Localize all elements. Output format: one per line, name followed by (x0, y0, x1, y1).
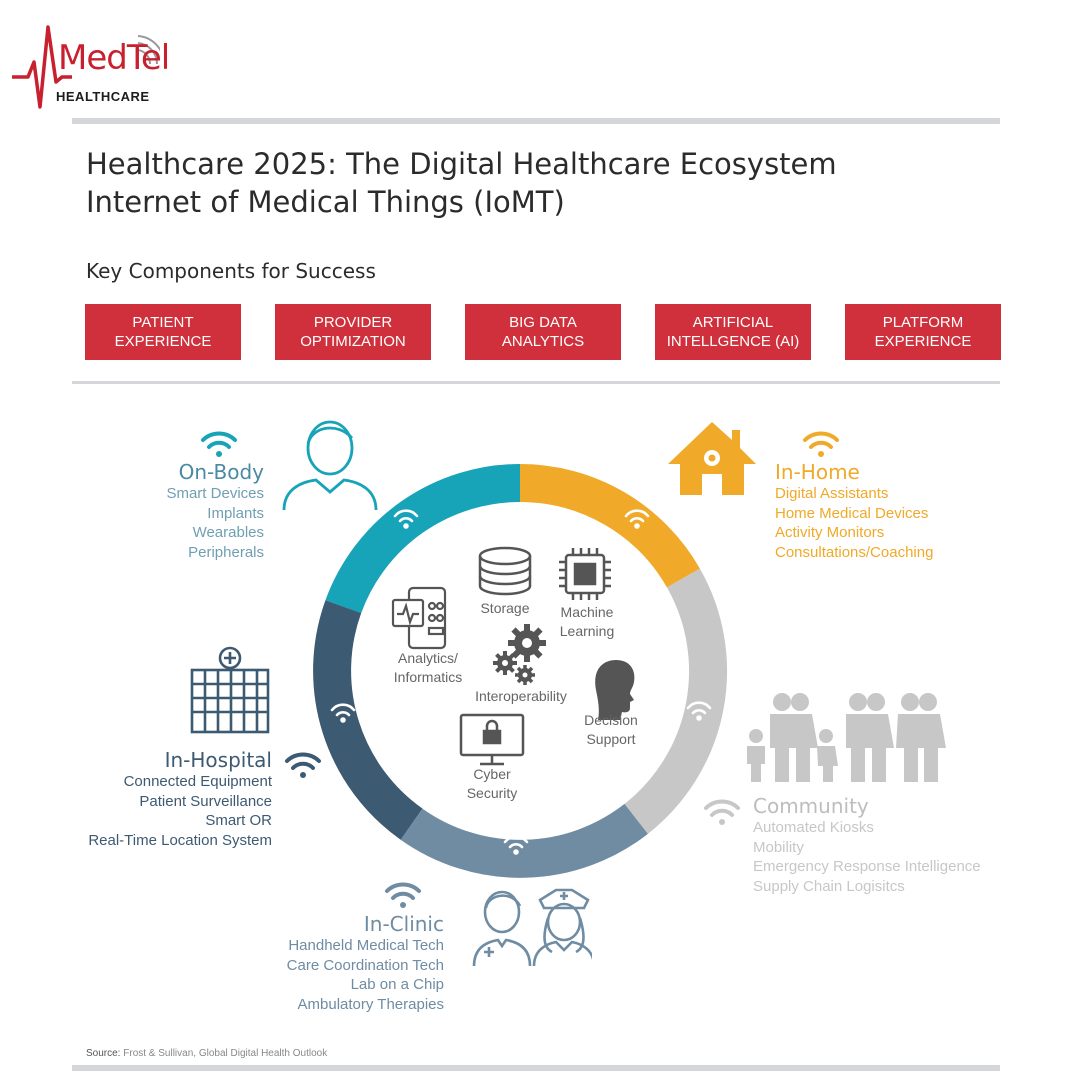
community-item: Automated Kiosks (753, 819, 874, 836)
interoperability-label: Interoperability (475, 688, 567, 704)
component-patient-experience: PATIENT EXPERIENCE (85, 304, 241, 360)
community-item: Emergency Response Intelligence (753, 858, 981, 875)
section-in-hospital: In-Hospital Connected Equipment Patient … (60, 748, 272, 850)
source-label: Source: (86, 1048, 121, 1059)
in-clinic-item: Lab on a Chip (350, 976, 444, 993)
in-home-item: Digital Assistants (775, 485, 889, 502)
page-title: Healthcare 2025: The Digital Healthcare … (86, 145, 837, 221)
ring-wifi-icon-community (686, 701, 712, 721)
wifi-icon-community (704, 799, 740, 825)
title-line-1: Healthcare 2025: The Digital Healthcare … (86, 147, 837, 181)
section-title-in-home: In-Home (775, 460, 860, 484)
chip-icon (559, 548, 611, 600)
component-label: PATIENT EXPERIENCE (114, 314, 212, 350)
source-note: Source: Frost & Sullivan, Global Digital… (86, 1048, 327, 1059)
wifi-icon-on-body (201, 431, 237, 457)
person-outline-icon (282, 420, 378, 511)
ring-wifi-icon-on-body (393, 509, 419, 529)
logo-wordmark: MedTel (58, 38, 170, 78)
wifi-icon-in-clinic (385, 882, 421, 908)
doctor-nurse-icon (472, 888, 592, 967)
on-body-item: Wearables (192, 524, 264, 541)
in-hospital-item: Patient Surveillance (139, 792, 272, 810)
analytics-tablet-icon (391, 586, 447, 650)
section-title-community: Community (753, 794, 869, 818)
ring-segment-on-body (325, 464, 521, 614)
house-icon (668, 422, 756, 495)
hospital-building-icon (190, 646, 270, 734)
top-divider (72, 118, 1000, 124)
cyber-security-label: Cyber Security (466, 766, 518, 801)
family-group-icon (747, 693, 946, 782)
source-text: Frost & Sullivan, Global Digital Health … (123, 1048, 328, 1059)
on-body-item: Implants (207, 504, 264, 522)
gears-icon (493, 624, 546, 685)
wifi-icon-in-hospital (285, 752, 321, 778)
analytics-label: Analytics/ Informatics (393, 650, 463, 685)
ring-segment-in-clinic (400, 803, 648, 878)
component-platform-experience: PLATFORM EXPERIENCE (845, 304, 1001, 360)
in-home-item: Consultations/Coaching (775, 543, 934, 561)
community-item: Supply Chain Logisitcs (753, 877, 905, 895)
component-label: BIG DATA ANALYTICS (501, 314, 585, 350)
machine-learning-label: Machine Learning (559, 604, 615, 639)
ring-segment-in-home (519, 464, 700, 588)
logo-tagline: HEALTHCARE (56, 89, 150, 104)
section-in-home: In-Home Digital Assistants Home Medical … (775, 460, 1005, 562)
section-on-body: On-Body Smart Devices Implants Wearables… (100, 460, 264, 562)
component-label: PLATFORM EXPERIENCE (874, 314, 972, 350)
component-label: ARTIFICIAL INTELLGENCE (AI) (666, 314, 800, 350)
component-provider-optimization: PROVIDER OPTIMIZATION (275, 304, 431, 360)
in-home-item: Activity Monitors (775, 524, 885, 541)
components-divider (72, 381, 1000, 384)
head-profile-icon (595, 660, 635, 720)
section-community: Community Automated Kiosks Mobility Emer… (753, 794, 1053, 896)
on-body-item: Smart Devices (166, 485, 264, 502)
ring-wifi-icon-in-home (624, 509, 650, 529)
wifi-icon-in-home (803, 431, 839, 457)
key-components-heading: Key Components for Success (86, 259, 376, 283)
in-hospital-item: Real-Time Location System (88, 831, 272, 849)
ring-segment-community (624, 568, 728, 834)
section-title-in-hospital: In-Hospital (164, 748, 272, 772)
title-line-2: Internet of Medical Things (IoMT) (86, 185, 565, 219)
decision-support-label: Decision Support (584, 712, 638, 747)
in-clinic-item: Care Coordination Tech (286, 956, 444, 974)
in-hospital-item: Connected Equipment (123, 773, 272, 790)
ring-wifi-icon-in-hospital (330, 703, 356, 723)
monitor-lock-icon (459, 713, 525, 766)
section-title-on-body: On-Body (178, 460, 264, 484)
section-in-clinic: In-Clinic Handheld Medical Tech Care Coo… (244, 912, 444, 1014)
logo-pulse-icon (12, 25, 160, 109)
in-home-item: Home Medical Devices (775, 504, 929, 522)
database-icon (478, 546, 532, 596)
in-hospital-item: Smart OR (205, 812, 272, 829)
ring-wifi-icon-in-clinic (503, 835, 529, 855)
in-clinic-item: Ambulatory Therapies (297, 995, 444, 1013)
storage-label: Storage (480, 600, 530, 616)
on-body-item: Peripherals (188, 543, 264, 561)
community-item: Mobility (753, 838, 804, 856)
component-label: PROVIDER OPTIMIZATION (300, 314, 406, 350)
component-artificial-intelligence: ARTIFICIAL INTELLGENCE (AI) (655, 304, 811, 360)
in-clinic-item: Handheld Medical Tech (288, 937, 444, 954)
bottom-divider (72, 1065, 1000, 1071)
section-title-in-clinic: In-Clinic (363, 912, 444, 936)
ring-segment-in-hospital (313, 600, 423, 840)
component-big-data-analytics: BIG DATA ANALYTICS (465, 304, 621, 360)
